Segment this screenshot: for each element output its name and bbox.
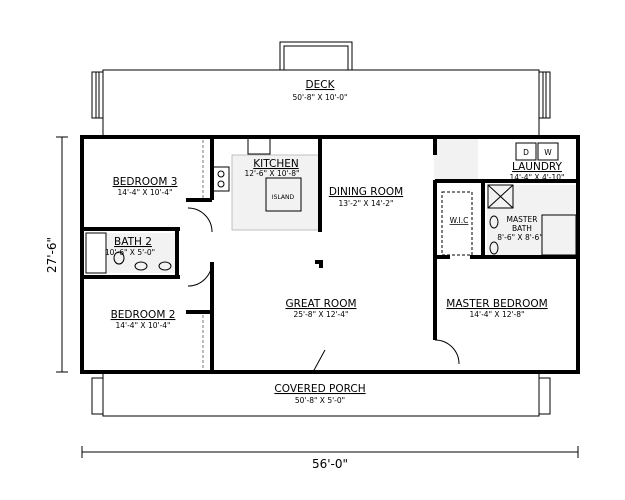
dining-label: DINING ROOM — [329, 186, 403, 198]
island — [265, 177, 302, 212]
laundry-label: LAUNDRY — [512, 161, 563, 173]
bath2-label: BATH 2 — [114, 236, 152, 248]
bedroom2-label: BEDROOM 2 — [111, 309, 176, 321]
master-bedroom-label: MASTER BEDROOM — [446, 298, 547, 310]
bath2-dims: 10'-6" X 5'-0" — [105, 248, 155, 257]
dimension-lines — [56, 136, 579, 458]
width-dimension: 56'-0" — [312, 457, 348, 471]
bedroom3-label: BEDROOM 3 — [113, 176, 178, 188]
laundry-floor — [434, 139, 478, 180]
island-label: ISLAND — [272, 194, 295, 201]
fixtures — [85, 137, 577, 373]
kitchen-label: KITCHEN — [253, 158, 299, 170]
wic-label: W.I.C — [450, 216, 469, 225]
bedroom2-dims: 14'-4" X 10'-4" — [116, 321, 171, 330]
master-bath-label-1: MASTER — [507, 215, 538, 224]
master-bath-dims: 8'-6" X 8'-6" — [497, 233, 542, 242]
porch-dims: 50'-8" X 5'-0" — [295, 396, 345, 405]
master-bath-floor — [487, 185, 579, 257]
deck-label: DECK — [306, 79, 336, 91]
kitchen-dims: 12'-6" X 10'-8" — [245, 169, 300, 178]
depth-dimension: 27'-6" — [45, 237, 59, 273]
exterior-walls — [80, 135, 580, 374]
dining-dims: 13'-2" X 14'-2" — [339, 199, 394, 208]
dryer-label: D — [523, 148, 529, 157]
interior-walls — [82, 137, 578, 372]
great-room-dims: 25'-8" X 12'-4" — [294, 310, 349, 319]
great-room-label: GREAT ROOM — [285, 298, 356, 310]
bedroom3-dims: 14'-4" X 10'-4" — [118, 188, 173, 197]
porch-label: COVERED PORCH — [274, 383, 365, 395]
master-bedroom-dims: 14'-4" X 12'-8" — [470, 310, 525, 319]
laundry-dims: 14'-4" X 4'-10" — [510, 173, 565, 182]
master-bath-label-2: BATH — [512, 224, 532, 233]
washer-label: W — [544, 148, 552, 157]
deck-dims: 50'-8" X 10'-0" — [293, 93, 348, 102]
bath2-floor — [107, 233, 177, 273]
